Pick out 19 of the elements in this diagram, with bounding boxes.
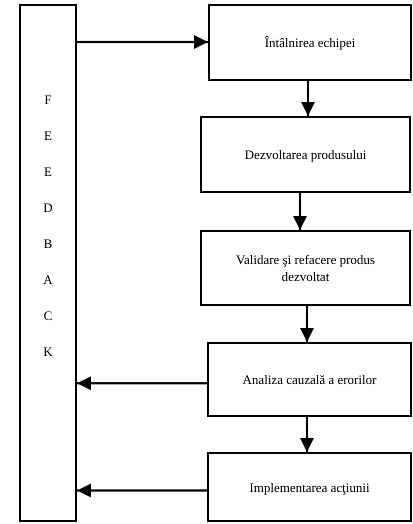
box-label: Întâlnirea echipei (264, 34, 356, 51)
process-box (207, 452, 412, 522)
box-label: Analiza cauzală a erorilor (242, 371, 378, 388)
process-box (200, 116, 411, 193)
arrow (300, 417, 314, 452)
box-label: Implementarea acţiunii (248, 478, 371, 496)
process-box (208, 4, 412, 81)
box-label: Dezvoltarea produsului (244, 146, 368, 163)
arrow (300, 306, 314, 342)
arrow (301, 81, 315, 116)
arrow (77, 484, 207, 498)
arrow (77, 35, 208, 49)
arrow (293, 193, 307, 230)
box-label: Validare şi refacere produs dezvoltat (235, 251, 376, 285)
process-box (207, 342, 412, 417)
vertical-label: FEEDBACK (42, 91, 54, 361)
arrow (77, 376, 207, 390)
feedback-bar (19, 4, 77, 522)
process-box (200, 230, 411, 306)
